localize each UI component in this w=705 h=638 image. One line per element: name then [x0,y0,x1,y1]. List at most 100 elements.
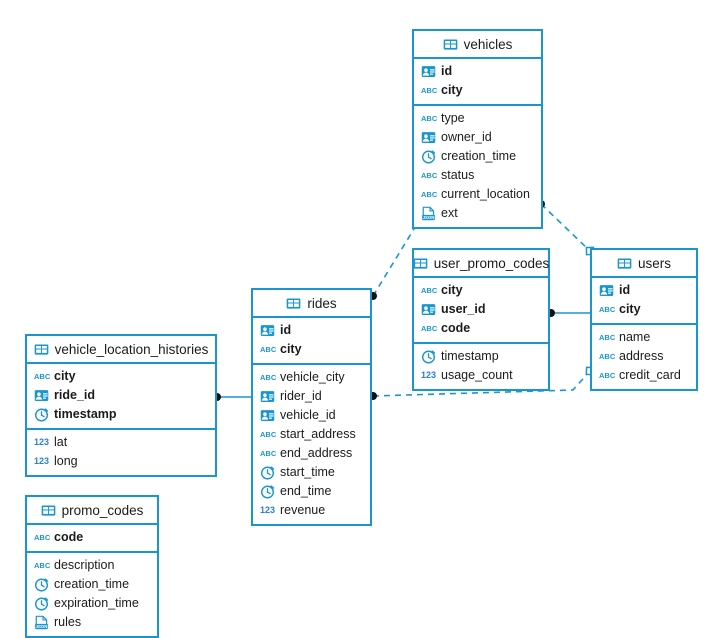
abc-icon: ABC [599,352,616,361]
field-row[interactable]: timestamp [414,347,548,366]
field-row[interactable]: rider_id [253,387,370,406]
123-icon: 123 [260,505,276,515]
field-row[interactable]: user_id [414,300,548,319]
table-header-rides[interactable]: rides [253,290,370,318]
field-name: id [441,64,453,79]
relationship-line [540,203,591,252]
table-grid-icon [443,37,458,52]
field-name: city [54,369,76,384]
abc-icon: ABC [34,372,51,381]
field-name: type [441,111,465,126]
relationship-rel-vlh-rides[interactable] [213,393,251,401]
abc-icon: ABC [599,333,616,342]
table-header-promo_codes[interactable]: promo_codes [27,497,157,525]
field-row[interactable]: id [592,281,696,300]
field-name: current_location [441,187,530,202]
field-row[interactable]: id [253,321,370,340]
field-name: city [441,283,463,298]
field-name: city [619,302,641,317]
table-title: user_promo_codes [433,255,550,271]
field-name: end_address [280,446,353,461]
field-row[interactable]: creation_time [414,147,541,166]
json-icon: JSON [421,206,436,221]
table-title: rides [307,295,337,311]
table-header-user_promo_codes[interactable]: user_promo_codes [413,250,550,278]
field-row[interactable]: ride_id [27,386,215,405]
table-header-vehicle_location_histories[interactable]: vehicle_location_histories [27,336,215,364]
field-row[interactable]: creation_time [27,575,157,594]
field-row[interactable]: expiration_time [27,594,157,613]
field-name: code [441,321,471,336]
field-name: description [54,558,115,573]
field-row[interactable]: start_time [253,463,370,482]
abc-icon: ABC [421,171,438,180]
123-icon: 123 [34,456,50,466]
clock-icon [34,577,49,592]
field-row[interactable]: vehicle_id [253,406,370,425]
id-card-icon [421,64,436,79]
field-name: start_address [280,427,356,442]
field-name: usage_count [441,368,513,383]
field-name: lat [54,435,68,450]
field-name: timestamp [441,349,499,364]
table-grid-icon [413,256,428,271]
id-card-icon [260,389,275,404]
relationship-rel-userpromocodes-users[interactable] [547,309,590,317]
abc-icon: ABC [34,561,51,570]
relationship-line [372,370,591,397]
field-name: address [619,349,664,364]
field-name: rules [54,615,82,630]
field-name: timestamp [54,407,117,422]
field-row[interactable]: timestamp [27,405,215,424]
abc-icon: ABC [599,371,616,380]
table-header-users[interactable]: users [592,250,696,278]
field-row[interactable]: owner_id [414,128,541,147]
abc-icon: ABC [421,114,438,123]
table-title: users [637,255,671,271]
table-header-vehicles[interactable]: vehicles [414,31,541,59]
field-name: city [441,83,463,98]
abc-icon: ABC [421,286,438,295]
field-name: ride_id [54,388,95,403]
abc-icon: ABC [260,373,277,382]
clock-icon [421,149,436,164]
clock-icon [260,484,275,499]
field-row[interactable]: end_time [253,482,370,501]
field-row[interactable]: id [414,62,541,81]
